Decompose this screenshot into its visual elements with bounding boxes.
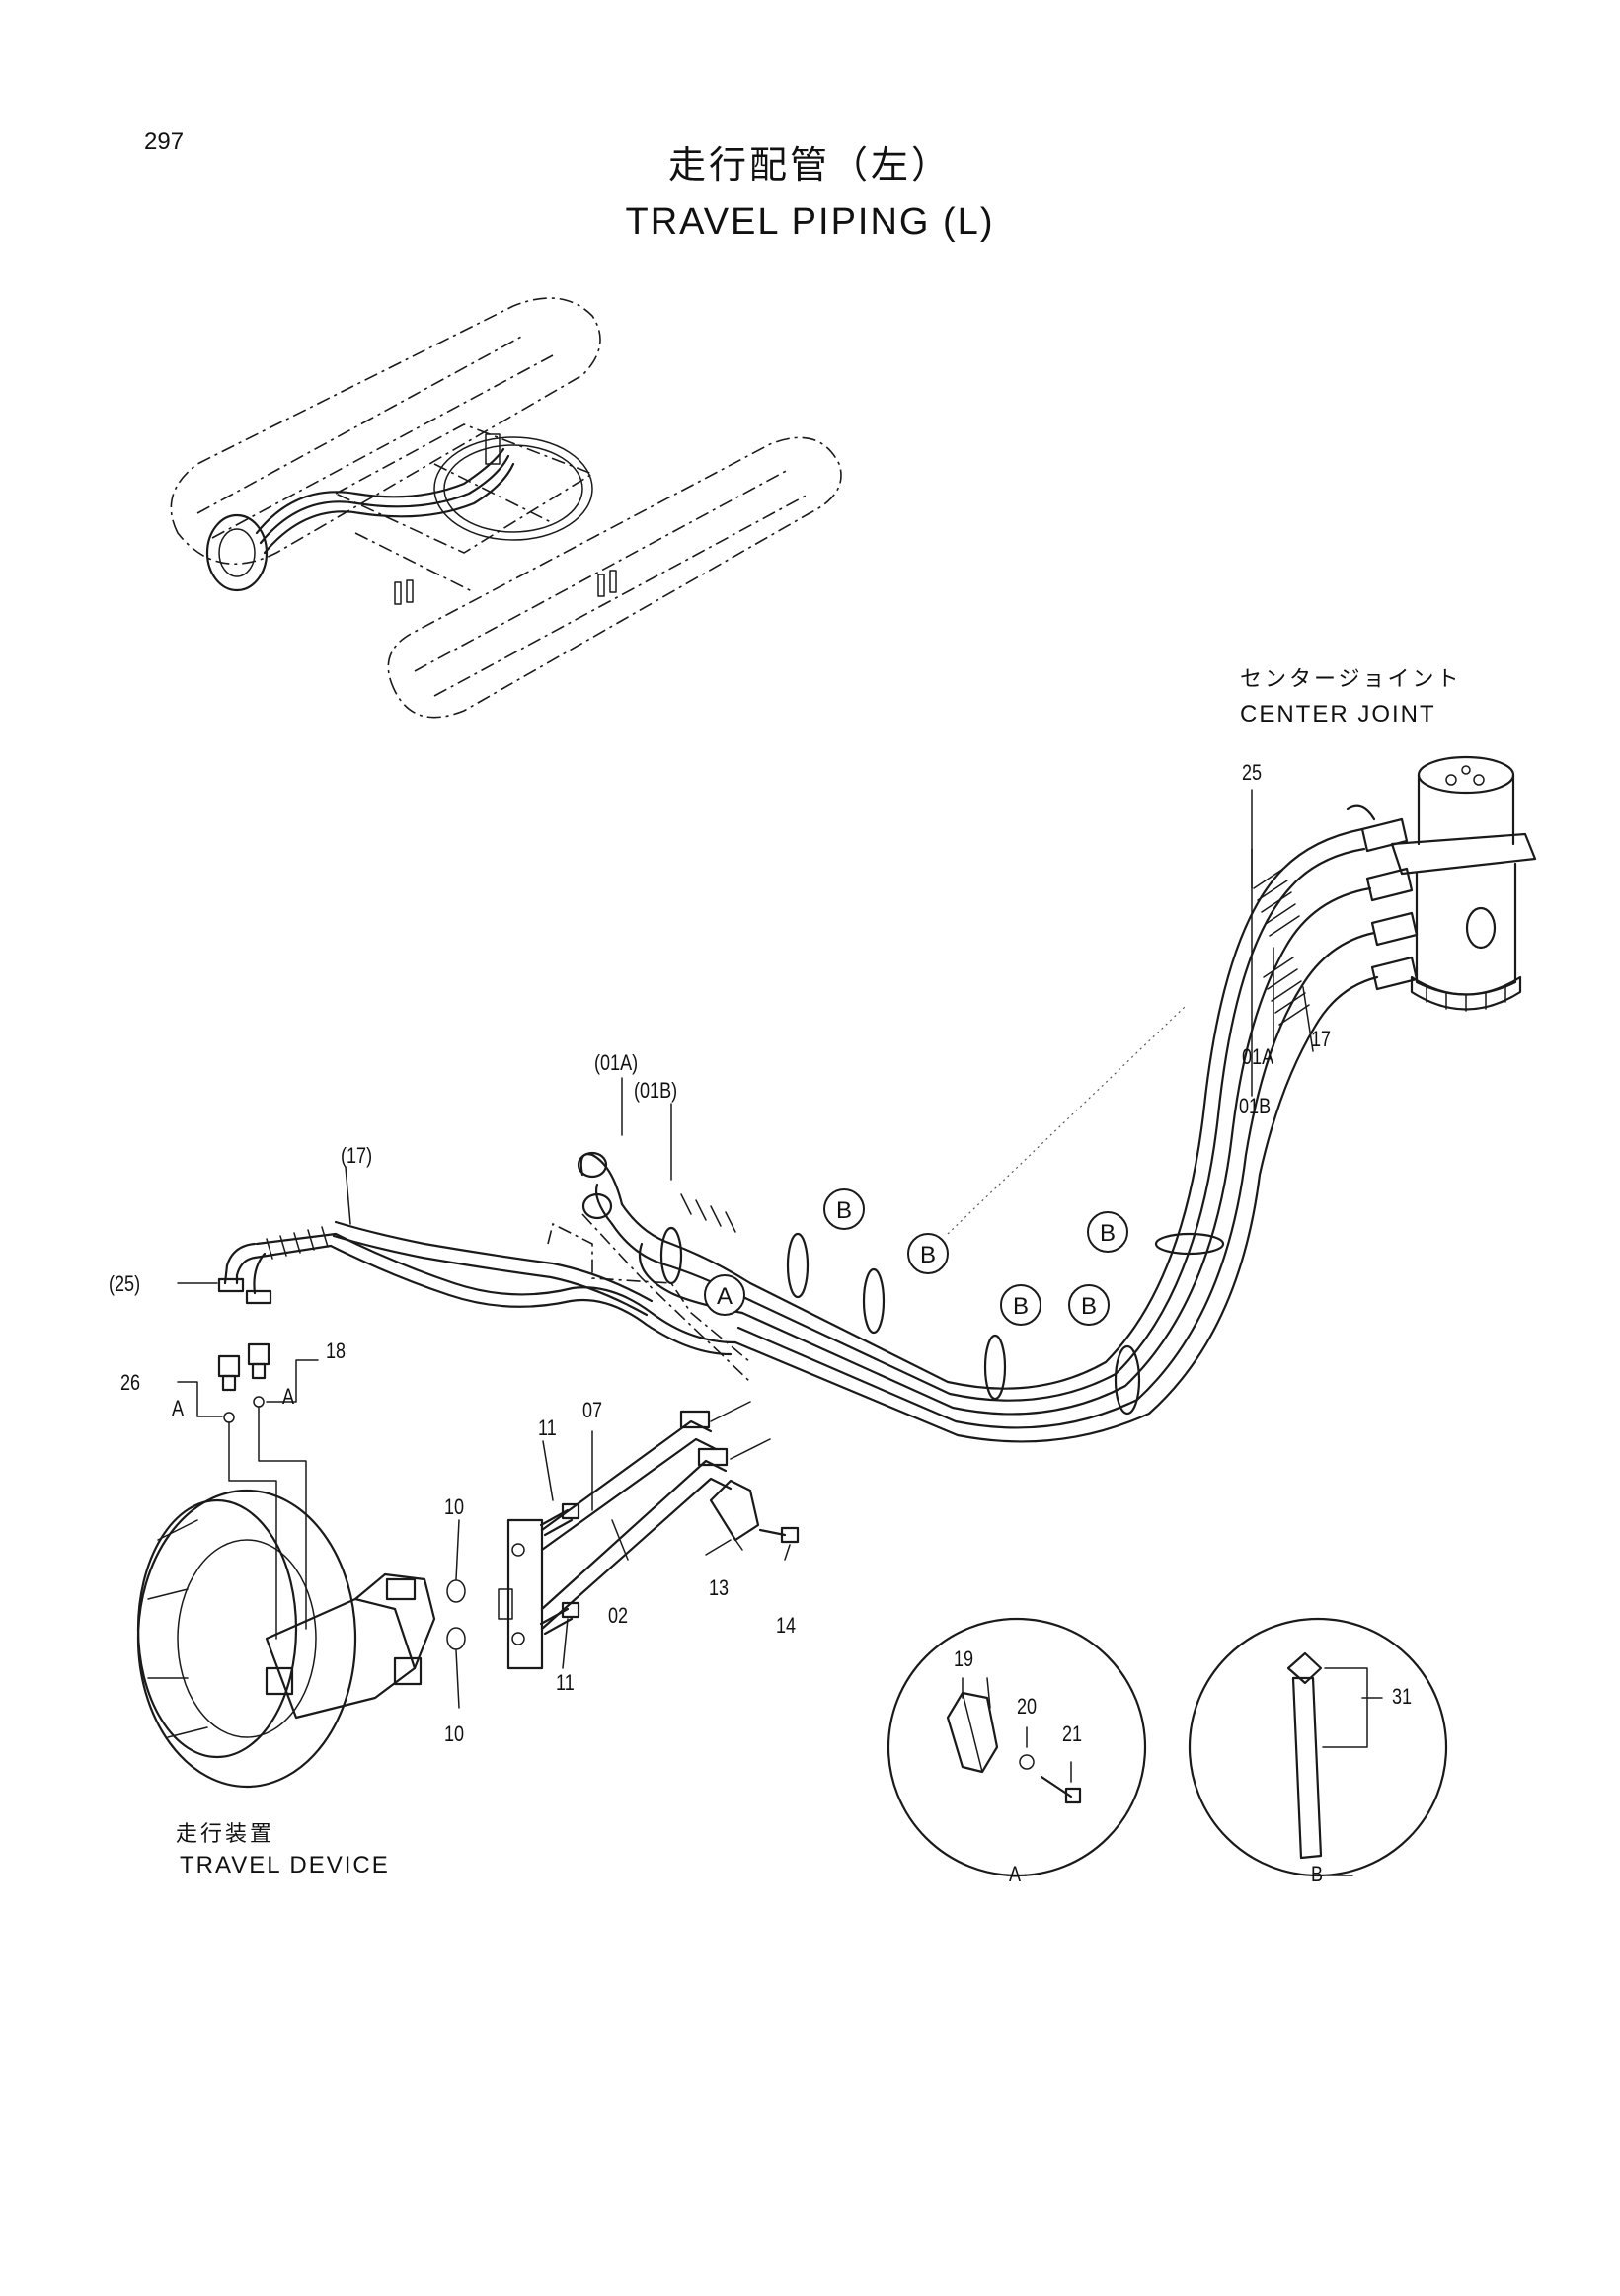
part-18: 18 xyxy=(326,1339,347,1363)
title-english: TRAVEL PIPING (L) xyxy=(625,201,995,243)
leader-lines xyxy=(177,789,1383,1709)
part-01b-ref: (01B) xyxy=(634,1078,678,1103)
callout-markers: A B B B B B xyxy=(704,1188,1128,1326)
callout-b-circle-3 xyxy=(1000,1284,1041,1326)
detail-view-a-label: A xyxy=(1009,1862,1022,1886)
travel-device xyxy=(136,1407,436,1789)
part-17: 17 xyxy=(1311,1027,1332,1051)
callout-b-label-3: B xyxy=(1013,1293,1029,1320)
detail-view-a xyxy=(887,1617,1147,1877)
part-14: 14 xyxy=(776,1613,797,1638)
center-joint xyxy=(1346,755,1537,1012)
callout-b-circle-1 xyxy=(823,1188,865,1230)
part-01a-ref: (01A) xyxy=(594,1050,639,1075)
part-07: 07 xyxy=(582,1398,603,1422)
callout-b-circle-2 xyxy=(907,1233,949,1274)
callout-b-circle-5 xyxy=(1087,1211,1128,1253)
part-17-ref: (17) xyxy=(341,1143,373,1168)
callout-b-label-1: B xyxy=(836,1197,852,1224)
part-25: 25 xyxy=(1242,760,1263,785)
part-01b: 01B xyxy=(1239,1094,1272,1118)
hose-clamps xyxy=(659,1226,1225,1416)
part-02: 02 xyxy=(608,1603,629,1628)
part-25-ref: (25) xyxy=(109,1271,141,1296)
detail-view-b-label: B xyxy=(1311,1862,1324,1886)
part-19: 19 xyxy=(954,1646,974,1671)
part-31: 31 xyxy=(1392,1684,1413,1709)
hose-bundle xyxy=(217,827,1379,1443)
part-20: 20 xyxy=(1017,1694,1038,1719)
callout-b-label-5: B xyxy=(1100,1220,1116,1247)
part-21: 21 xyxy=(1062,1722,1083,1746)
part-10-bottom: 10 xyxy=(444,1722,465,1746)
callout-b-circle-4 xyxy=(1068,1284,1110,1326)
callout-a-label: A xyxy=(717,1283,733,1310)
travel-pipe-group xyxy=(446,1213,800,1670)
undercarriage-overview xyxy=(170,297,842,719)
detail-view-b xyxy=(1188,1617,1448,1877)
callout-b-label-2: B xyxy=(920,1242,936,1268)
part-26: 26 xyxy=(120,1370,141,1395)
part-11-top: 11 xyxy=(538,1416,557,1440)
center-joint-label-en: CENTER JOINT xyxy=(1240,701,1436,727)
title-japanese: 走行配管（左） xyxy=(667,143,952,187)
part-01a: 01A xyxy=(1242,1044,1274,1069)
callout-b-label-4: B xyxy=(1081,1293,1097,1320)
part-11-bottom: 11 xyxy=(556,1670,575,1695)
detail-ref-a-left: A xyxy=(172,1396,185,1420)
page-number: 297 xyxy=(144,128,185,155)
part-10-top: 10 xyxy=(444,1494,465,1519)
travel-device-label-en: TRAVEL DEVICE xyxy=(180,1852,390,1878)
travel-device-label-jp: 走行装置 xyxy=(176,1822,275,1847)
center-joint-label-jp: センタージョイント xyxy=(1240,667,1462,692)
detail-ref-a-right: A xyxy=(282,1384,295,1409)
part-13: 13 xyxy=(709,1575,730,1600)
callout-a-circle xyxy=(704,1274,745,1316)
